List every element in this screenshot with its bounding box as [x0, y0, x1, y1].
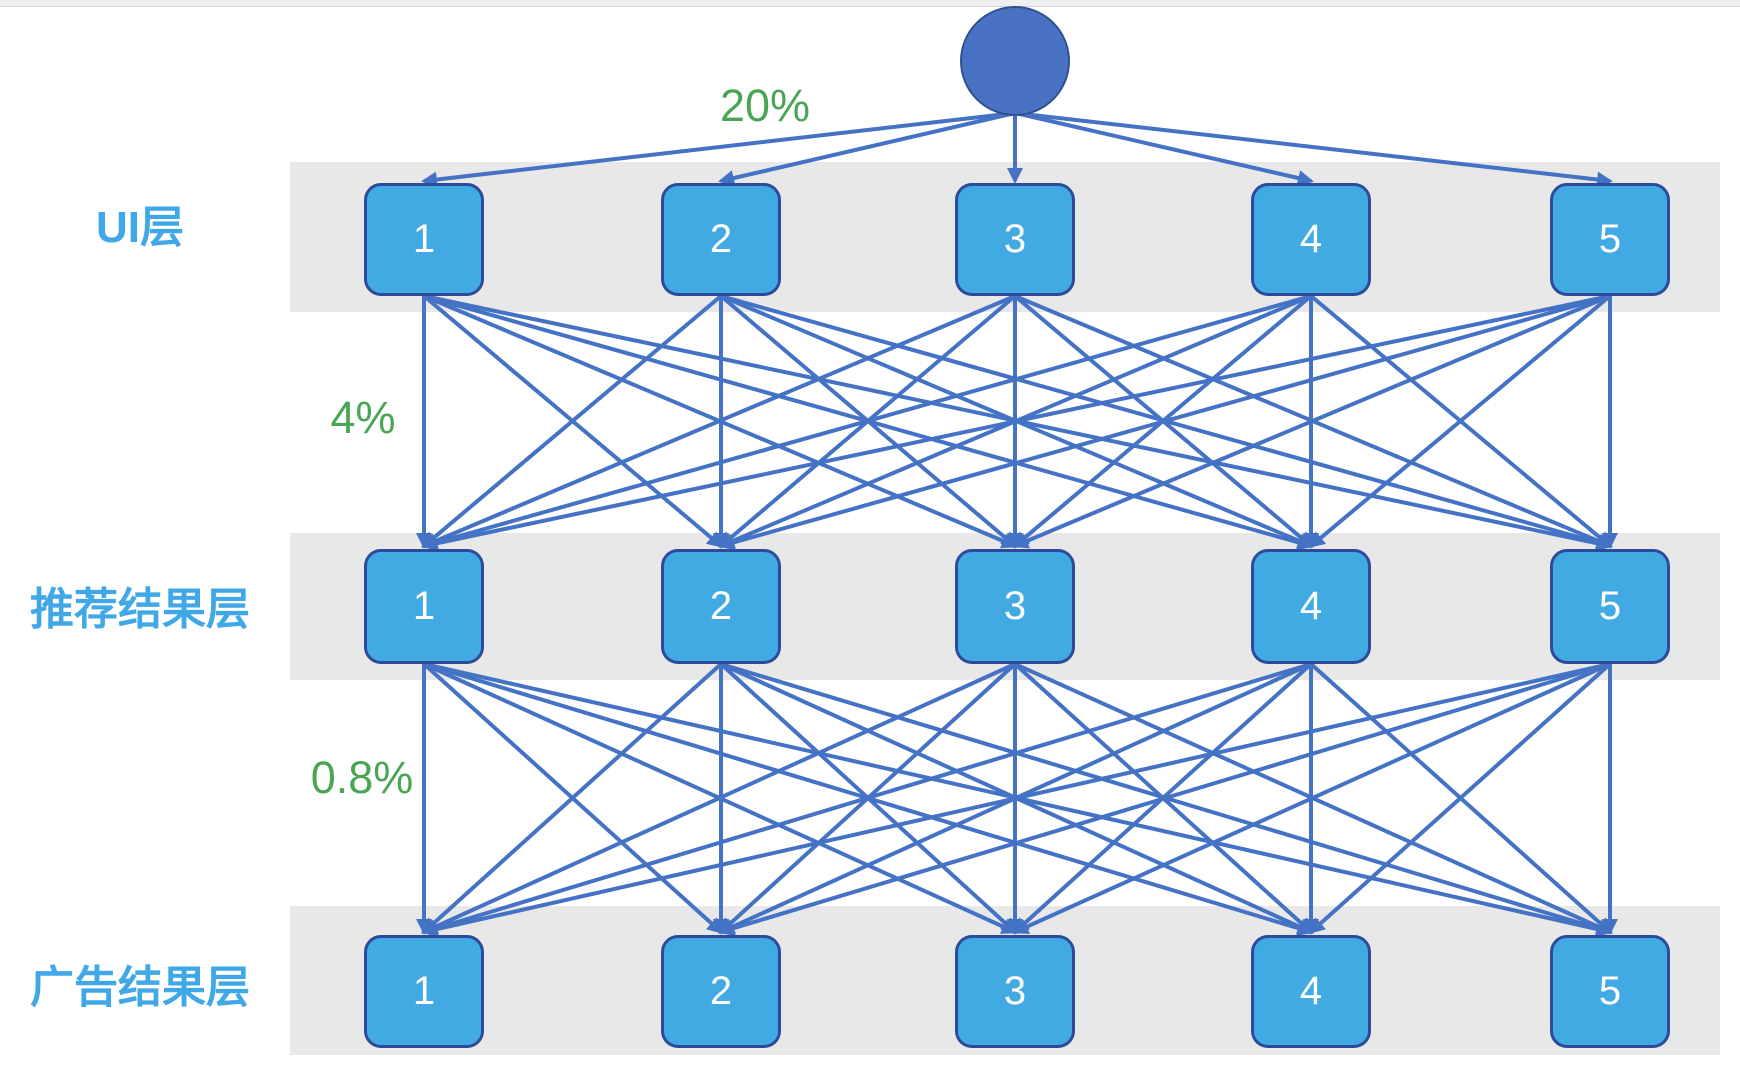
conversion-rate-ui-to-recommend: 4%: [330, 392, 396, 443]
layer-label-ui: UI层: [96, 203, 184, 252]
node-layer1-3: 3: [955, 183, 1075, 296]
node-layer1-4: 4: [1251, 183, 1371, 296]
conversion-rate-recommend-to-ads: 0.8%: [310, 752, 414, 803]
node-layer2-3: 3: [955, 549, 1075, 664]
conversion-rate-root-to-ui: 20%: [719, 80, 811, 131]
node-layer3-2: 2: [661, 935, 781, 1048]
node-layer1-1: 1: [364, 183, 484, 296]
node-layer3-3: 3: [955, 935, 1075, 1048]
node-layer3-1: 1: [364, 935, 484, 1048]
root-node: [960, 6, 1070, 116]
node-layer2-1: 1: [364, 549, 484, 664]
window-edge-strip: [0, 0, 1740, 7]
node-layer2-5: 5: [1550, 549, 1670, 664]
layer-label-ads: 广告结果层: [30, 963, 250, 1012]
layer-label-recommend: 推荐结果层: [30, 585, 250, 634]
node-layer1-5: 5: [1550, 183, 1670, 296]
node-layer3-5: 5: [1550, 935, 1670, 1048]
node-layer1-2: 2: [661, 183, 781, 296]
node-layer2-2: 2: [661, 549, 781, 664]
node-layer3-4: 4: [1251, 935, 1371, 1048]
node-layer2-4: 4: [1251, 549, 1371, 664]
